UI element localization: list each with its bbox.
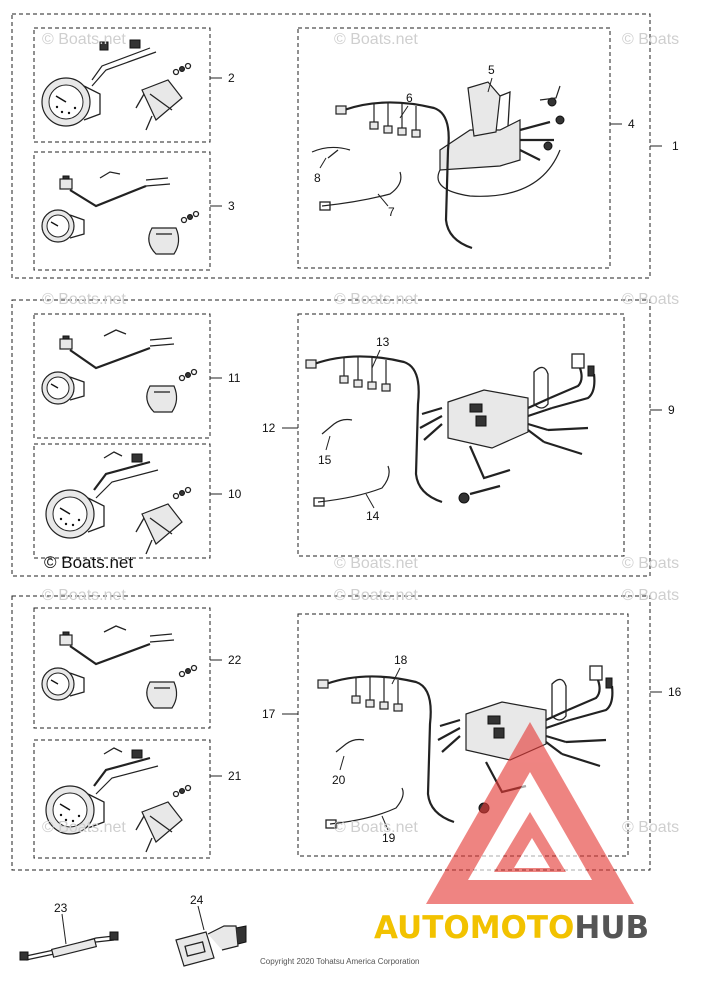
copyright-text: Copyright 2020 Tohatsu America Corporati… — [260, 957, 420, 966]
svg-text:© Boats.net: © Boats.net — [42, 819, 126, 836]
callout-4: 4 — [628, 117, 635, 131]
meter-kit-22 — [41, 625, 198, 709]
svg-text:© Boats: © Boats — [622, 587, 679, 604]
callout-12: 12 — [262, 421, 276, 435]
callout-13: 13 — [376, 335, 390, 349]
svg-text:© Boats.net: © Boats.net — [42, 587, 126, 604]
meter-kit-10 — [45, 451, 192, 555]
callout-1: 1 — [672, 139, 679, 153]
callout-17: 17 — [262, 707, 276, 721]
svg-text:© Boats: © Boats — [622, 555, 679, 572]
svg-text:© Boats: © Boats — [622, 291, 679, 308]
svg-text:© Boats: © Boats — [622, 819, 679, 836]
callout-21: 21 — [228, 769, 242, 783]
svg-text:© Boats.net: © Boats.net — [334, 31, 418, 48]
part-23: 23 — [19, 901, 119, 961]
callout-14: 14 — [366, 509, 380, 523]
remote-control-4 — [311, 81, 565, 250]
callout-10: 10 — [228, 487, 242, 501]
watermark-label: © Boats.net — [44, 553, 133, 572]
svg-text:© Boats.net: © Boats.net — [334, 587, 418, 604]
callout-18: 18 — [394, 653, 408, 667]
callout-16: 16 — [668, 685, 682, 699]
callout-19: 19 — [382, 831, 396, 845]
assembly-1: 1 2 3 4 5 6 7 8 — [11, 13, 679, 279]
callout-11: 11 — [228, 371, 241, 385]
automotohub-logo: AUTOMOTOHUB — [374, 722, 649, 946]
svg-text:© Boats.net: © Boats.net — [334, 819, 418, 836]
automotohub-triangle-logo-icon — [426, 722, 634, 904]
callout-3: 3 — [228, 199, 235, 213]
svg-text:© Boats.net: © Boats.net — [334, 555, 418, 572]
assembly-9: 9 10 11 12 13 14 15 — [11, 299, 675, 577]
callout-2: 2 — [228, 71, 235, 85]
callout-9: 9 — [668, 403, 675, 417]
callout-7: 7 — [388, 205, 395, 219]
part-24: 24 — [175, 893, 247, 967]
callout-15: 15 — [318, 453, 332, 467]
callout-22: 22 — [228, 653, 242, 667]
callout-8: 8 — [314, 171, 321, 185]
meter-kit-2 — [41, 39, 192, 131]
meter-kit-11 — [41, 329, 198, 413]
svg-text:© Boats.net: © Boats.net — [42, 31, 126, 48]
callout-6: 6 — [406, 91, 413, 105]
watermarks: © Boats.net © Boats.net © Boats © Boats.… — [42, 31, 679, 836]
callout-24: 24 — [190, 893, 204, 907]
remote-harness-12 — [304, 352, 596, 507]
svg-text:© Boats.net: © Boats.net — [334, 291, 418, 308]
svg-text:© Boats: © Boats — [622, 31, 679, 48]
svg-text:© Boats.net: © Boats.net — [42, 291, 126, 308]
callout-5: 5 — [488, 63, 495, 77]
callout-23: 23 — [54, 901, 68, 915]
callout-20: 20 — [332, 773, 346, 787]
meter-kit-3 — [41, 171, 200, 255]
assembly-16: 16 17 18 19 20 21 22 — [11, 595, 682, 871]
brand-text: AUTOMOTOHUB — [374, 910, 649, 946]
meter-kit-21 — [45, 747, 192, 853]
